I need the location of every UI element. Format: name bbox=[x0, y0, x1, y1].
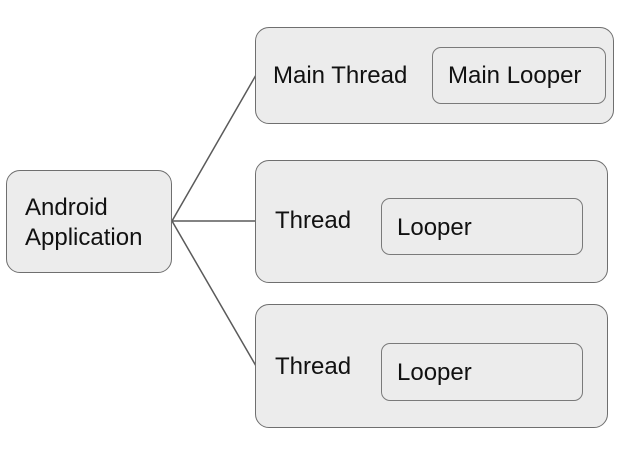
android-application-label: Android Application bbox=[25, 193, 142, 253]
looper-label-1: Looper bbox=[397, 214, 472, 241]
android-application-label-line1: Android bbox=[25, 194, 108, 221]
looper-box-2: Looper bbox=[381, 343, 583, 401]
connector-thread-2 bbox=[171, 220, 257, 367]
thread-label-1: Thread bbox=[275, 207, 352, 234]
connector-main-thread bbox=[171, 74, 257, 222]
android-application-box: Android Application bbox=[6, 170, 172, 273]
looper-label-2: Looper bbox=[397, 359, 472, 386]
android-application-label-line2: Application bbox=[25, 224, 143, 251]
thread-label-2: Thread bbox=[275, 353, 352, 380]
thread-box-1: Thread Looper bbox=[255, 160, 608, 283]
main-thread-box: Main Thread Main Looper bbox=[255, 27, 614, 124]
main-looper-box: Main Looper bbox=[432, 47, 606, 104]
main-looper-label: Main Looper bbox=[448, 62, 582, 89]
looper-box-1: Looper bbox=[381, 198, 583, 255]
thread-box-2: Thread Looper bbox=[255, 304, 608, 428]
main-thread-label: Main Thread bbox=[273, 62, 408, 89]
